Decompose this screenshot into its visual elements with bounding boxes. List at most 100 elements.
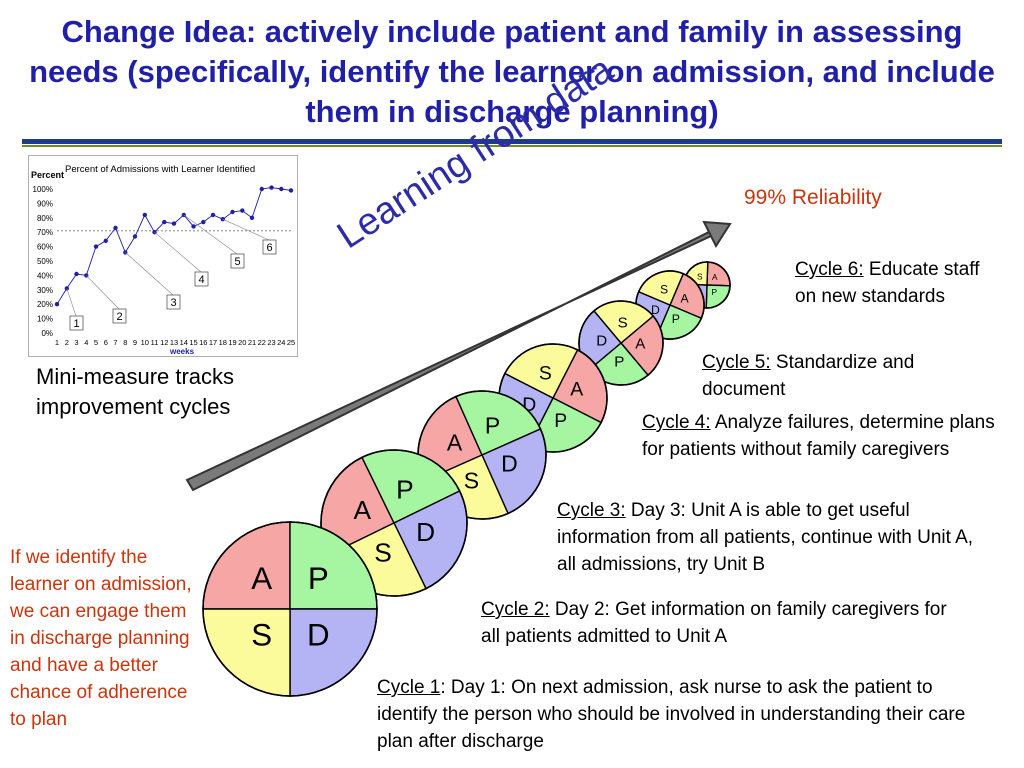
annotation-box	[230, 253, 245, 269]
annotation-leader	[222, 218, 270, 241]
cycle-2-desc: Day 2: Get information on family caregiv…	[481, 599, 947, 647]
pdsa-letter-d: D	[501, 451, 518, 477]
pdsa-quadrant-s	[202, 608, 291, 697]
data-point	[279, 186, 284, 192]
cycle-2-label: Cycle 2:	[481, 599, 550, 620]
x-tick-label: 24	[277, 338, 285, 347]
data-point	[240, 208, 245, 213]
chart-xlabel: weeks	[169, 347, 195, 356]
cycle-1-text: Cycle 1: Day 1: On next admission, ask n…	[377, 674, 972, 755]
pdsa-letter-s: S	[374, 538, 392, 568]
data-point	[54, 302, 60, 307]
x-tick-label: 2	[65, 338, 69, 347]
pdsa-letter-a: A	[570, 378, 583, 400]
y-tick-label: 40%	[37, 271, 53, 280]
annotation-label: 2	[116, 311, 122, 323]
learner-note: If we identify the learner on admission,…	[10, 547, 192, 730]
admissions-chart-svg: Percent of Admissions with Learner Ident…	[31, 164, 295, 356]
data-point	[249, 215, 255, 220]
cycle-3-desc: Day 3: Unit A is able to get useful info…	[557, 500, 974, 575]
cycle-4-label: Cycle 4:	[642, 412, 711, 433]
x-tick-label: 3	[74, 338, 78, 347]
annotation-box	[112, 308, 127, 324]
data-point	[181, 212, 186, 218]
annotation-box	[166, 294, 181, 310]
data-point	[210, 212, 216, 218]
x-tick-label: 23	[267, 338, 275, 347]
pdsa-quadrant-a	[202, 521, 291, 610]
data-point	[162, 219, 167, 225]
data-point	[93, 244, 99, 249]
cycle-3-text: Cycle 3: Day 3: Unit A is able to get us…	[557, 497, 997, 578]
cycle-5-desc: Standardize and document	[702, 352, 915, 400]
x-tick-label: 13	[170, 338, 178, 347]
cycle-5-text: Cycle 5: Standardize and document	[702, 349, 992, 403]
annotation-label: 3	[170, 297, 176, 309]
x-tick-label: 20	[238, 338, 246, 347]
annotation-leader	[183, 214, 238, 255]
annotation-leader	[66, 288, 77, 317]
annotation-label: 1	[73, 318, 79, 330]
annotation-label: 5	[234, 256, 240, 268]
pdsa-letter-p: P	[554, 410, 567, 432]
x-tick-label: 4	[84, 338, 88, 347]
cycle-6-label: Cycle 6:	[795, 259, 864, 280]
x-tick-label: 15	[189, 338, 197, 347]
pdsa-letter-p: P	[485, 413, 500, 439]
cycle-6-desc: Educate staff on new standards	[795, 259, 980, 307]
pdsa-letter-p: P	[614, 353, 624, 370]
page-title: Change Idea: actively include patient an…	[29, 14, 995, 129]
cycle-5-label: Cycle 5:	[702, 352, 771, 373]
annotation-leader	[125, 252, 174, 296]
mini-measure-text: Mini-measure tracks improvement cycles	[36, 364, 235, 419]
cycle-1-desc: Day 1: On next admission, ask nurse to a…	[377, 677, 966, 752]
pdsa-letter-s: S	[464, 468, 479, 494]
annotation-leader	[86, 275, 120, 310]
cycle-4-text: Cycle 4: Analyze failures, determine pla…	[642, 409, 1018, 463]
pdsa-letter-s: S	[697, 271, 703, 281]
x-tick-label: 18	[219, 338, 227, 347]
data-point	[288, 188, 294, 193]
pdsa-letter-d: D	[596, 332, 607, 349]
title-rule-blue	[22, 139, 1002, 144]
pdsa-letter-a: A	[635, 336, 646, 353]
x-tick-label: 6	[104, 338, 108, 347]
x-tick-label: 11	[151, 338, 159, 347]
y-tick-label: 50%	[37, 257, 53, 266]
pdsa-letter-a: A	[712, 272, 718, 282]
x-tick-label: 19	[228, 338, 236, 347]
data-point	[269, 185, 274, 190]
pdsa-letter-a: A	[354, 495, 372, 525]
x-tick-label: 22	[258, 338, 266, 347]
data-point	[132, 234, 138, 239]
x-tick-label: 8	[123, 338, 127, 347]
pdsa-letter-a: A	[447, 430, 463, 456]
data-point	[230, 209, 235, 215]
series-line	[56, 187, 292, 305]
pdsa-letter-d: D	[416, 517, 435, 547]
cycle-2-text: Cycle 2: Day 2: Get information on famil…	[481, 596, 951, 650]
data-point	[171, 221, 177, 226]
pdsa-letter-p: P	[308, 561, 329, 596]
x-tick-label: 12	[160, 338, 168, 347]
pdsa-letter-d: D	[651, 303, 660, 317]
pdsa-letter-d: D	[307, 618, 330, 653]
data-point	[201, 219, 206, 225]
annotation-label: 6	[266, 242, 272, 254]
x-tick-label: 16	[199, 338, 207, 347]
reliability-label: 99% Reliability	[744, 186, 882, 209]
x-tick-label: 14	[180, 338, 188, 347]
pdsa-quadrant-d	[289, 608, 378, 697]
cycle-3-label: Cycle 3:	[557, 500, 626, 521]
y-tick-label: 30%	[37, 286, 53, 295]
pdsa-letter-p: P	[711, 287, 717, 297]
x-tick-label: 1	[55, 338, 59, 347]
data-point	[220, 217, 225, 222]
annotation-box	[262, 239, 277, 255]
x-tick-label: 10	[141, 338, 149, 347]
admissions-chart: Percent of Admissions with Learner Ident…	[28, 155, 298, 357]
